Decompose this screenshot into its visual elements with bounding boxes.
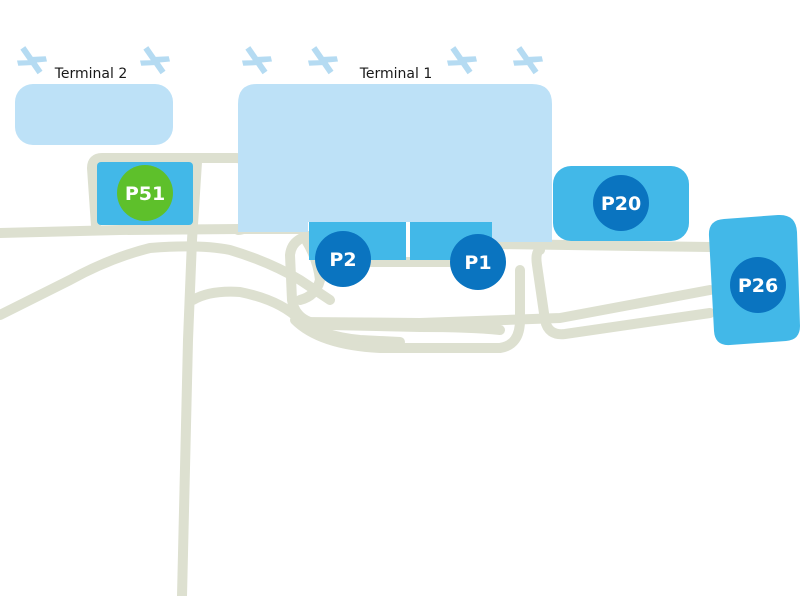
plane-icon: [441, 39, 482, 81]
parking-p51[interactable]: P51: [97, 162, 193, 225]
plane-icon: [236, 39, 277, 81]
terminal-2-label: Terminal 2: [54, 66, 128, 82]
plane-icon: [11, 39, 52, 81]
parking-p2-label: P2: [329, 249, 356, 271]
parking-p26-badge[interactable]: [730, 257, 786, 313]
parking-p2-badge[interactable]: [315, 231, 371, 287]
plane-icon: [302, 39, 343, 81]
parking-p2[interactable]: P2: [309, 222, 406, 287]
parking-p1[interactable]: P1: [410, 222, 506, 290]
road-lower-loop: [290, 265, 525, 353]
road-east-main: [490, 239, 715, 252]
parking-p20[interactable]: P20: [553, 166, 689, 241]
parking-p20-label: P20: [601, 193, 641, 215]
terminal-2-building[interactable]: [15, 84, 173, 145]
parking-p51-label: P51: [125, 183, 165, 205]
parking-p51-badge[interactable]: [117, 165, 173, 221]
parking-p1-label: P1: [464, 252, 491, 274]
parking-p1-badge[interactable]: [450, 234, 506, 290]
road-connector-east: [188, 286, 405, 347]
terminal-2[interactable]: Terminal 2: [11, 39, 175, 145]
parking-p20-badge[interactable]: [593, 175, 649, 231]
road-west-diagonal: [0, 241, 335, 320]
road-network: [0, 153, 715, 596]
parking-p26[interactable]: P26: [708, 214, 800, 346]
parking-p26-label: P26: [738, 275, 778, 297]
terminal-1-building[interactable]: [238, 84, 552, 242]
terminal-1-label: Terminal 1: [359, 66, 433, 82]
plane-icon: [507, 39, 548, 81]
road-south-vertical: [177, 157, 202, 596]
terminal-1[interactable]: Terminal 1: [236, 39, 552, 242]
plane-icon: [134, 39, 175, 81]
road-east-lower: [295, 285, 715, 328]
